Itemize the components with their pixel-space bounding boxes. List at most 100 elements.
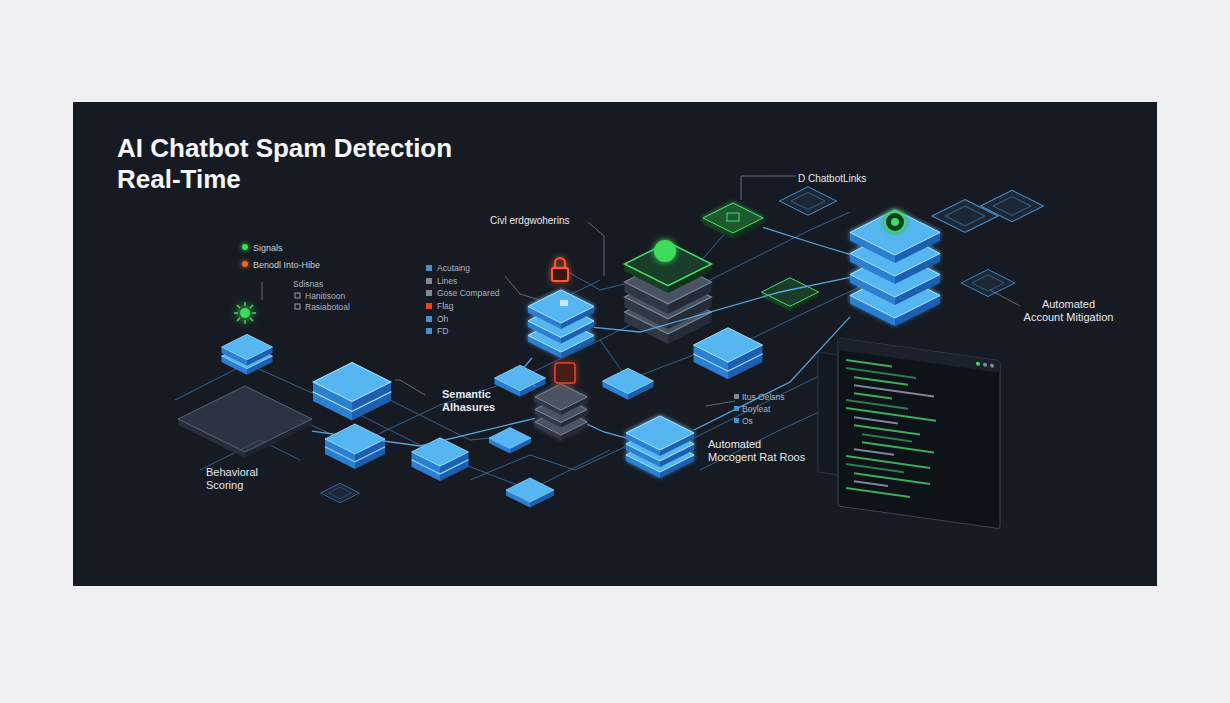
code-line [846,455,930,469]
iso-tile [625,275,712,329]
stack-outline [626,416,694,478]
node-label: Automated Account Mitigation [1022,298,1115,324]
annotation-label: Boyleat [742,404,770,414]
status-orb [885,212,905,232]
leader-line [505,276,540,300]
leader-line [741,176,796,200]
code-line [862,433,912,442]
stack-outline [178,386,312,458]
window-dot [983,362,987,367]
wire [700,400,845,470]
list-marker [426,290,432,296]
layer-top [850,210,940,255]
iso-tile [694,328,763,371]
annotation-label: Hanitisoon [305,291,345,301]
iso-tile [780,187,837,216]
leader-line [706,401,735,406]
iso-tile [495,365,546,396]
iso-tile [625,260,712,314]
annotation-label: Lines [437,276,457,286]
stack-outline [528,290,594,358]
iso-tile [313,363,391,411]
slab-top [178,386,312,452]
wire [690,356,860,440]
layer-top [703,203,763,233]
code-window [818,352,844,476]
wire [728,282,870,350]
iso-tile [762,278,819,311]
wire [355,378,520,445]
icon-square [560,300,568,306]
iso-tile [412,446,469,481]
list-marker [295,304,300,309]
window-dot [990,363,994,368]
list-marker [734,418,739,423]
wire [530,450,610,490]
window-dot [976,361,980,366]
legend-row: Signals [242,243,283,254]
process-stack: Civl erdgwoherins [528,290,594,358]
alert-icon [555,363,575,383]
process-stack: D ChatbotLinks [703,198,763,238]
code-line [846,463,904,473]
connector [694,317,850,430]
leader-line [990,290,1020,306]
iso-tile [325,432,385,469]
annotation-label: Sdisnas [293,279,323,289]
code-line [854,416,898,424]
leader-line [588,222,604,276]
annotation-label: Acutaing [437,263,470,273]
code-line [846,399,908,410]
code-line [854,480,888,487]
code-line [854,448,894,456]
code-line [862,441,934,453]
leader-line [262,282,263,300]
lock-icon [555,258,565,268]
iso-tile [222,343,273,374]
annotation-label: Flag [437,301,454,311]
node-label: Semantic Alhasures [442,388,502,414]
window-bar [838,338,1000,373]
code-line [846,359,892,367]
node-label: Civl erdgwoherins [490,214,630,227]
iso-tile [412,438,469,473]
annotation-label: FD [437,326,448,336]
list-marker [734,394,739,399]
wire [568,272,640,290]
connector [587,424,626,438]
code-line [846,487,910,498]
connector [312,418,535,446]
iso-tile [321,483,360,503]
iso-tile [625,242,712,293]
legend-swatch [242,261,248,267]
layer-top [528,290,594,323]
connector [763,227,850,254]
diagram-title: AI Chatbot Spam Detection Real-Time [117,133,517,195]
code-line [846,407,936,422]
iso-tile [489,428,531,454]
stack-outline [850,210,940,326]
wire [520,305,670,378]
icon-square [727,213,739,221]
leader-line [395,380,425,395]
list-marker [426,316,432,322]
legend-text: Signals [253,243,283,253]
wire [600,340,720,380]
status-orb [891,218,899,226]
bug-icon [240,308,250,318]
process-stack: Automated Mocogent Rat Roos [626,416,694,478]
iso-tile [961,270,1015,297]
code-line [846,367,916,379]
list-marker [426,265,432,271]
list-marker [426,328,432,334]
wire [640,222,735,290]
node-label: Automated Mocogent Rat Roos [708,438,808,464]
iso-tile [981,190,1044,222]
node-label: D ChatbotLinks [798,172,918,185]
